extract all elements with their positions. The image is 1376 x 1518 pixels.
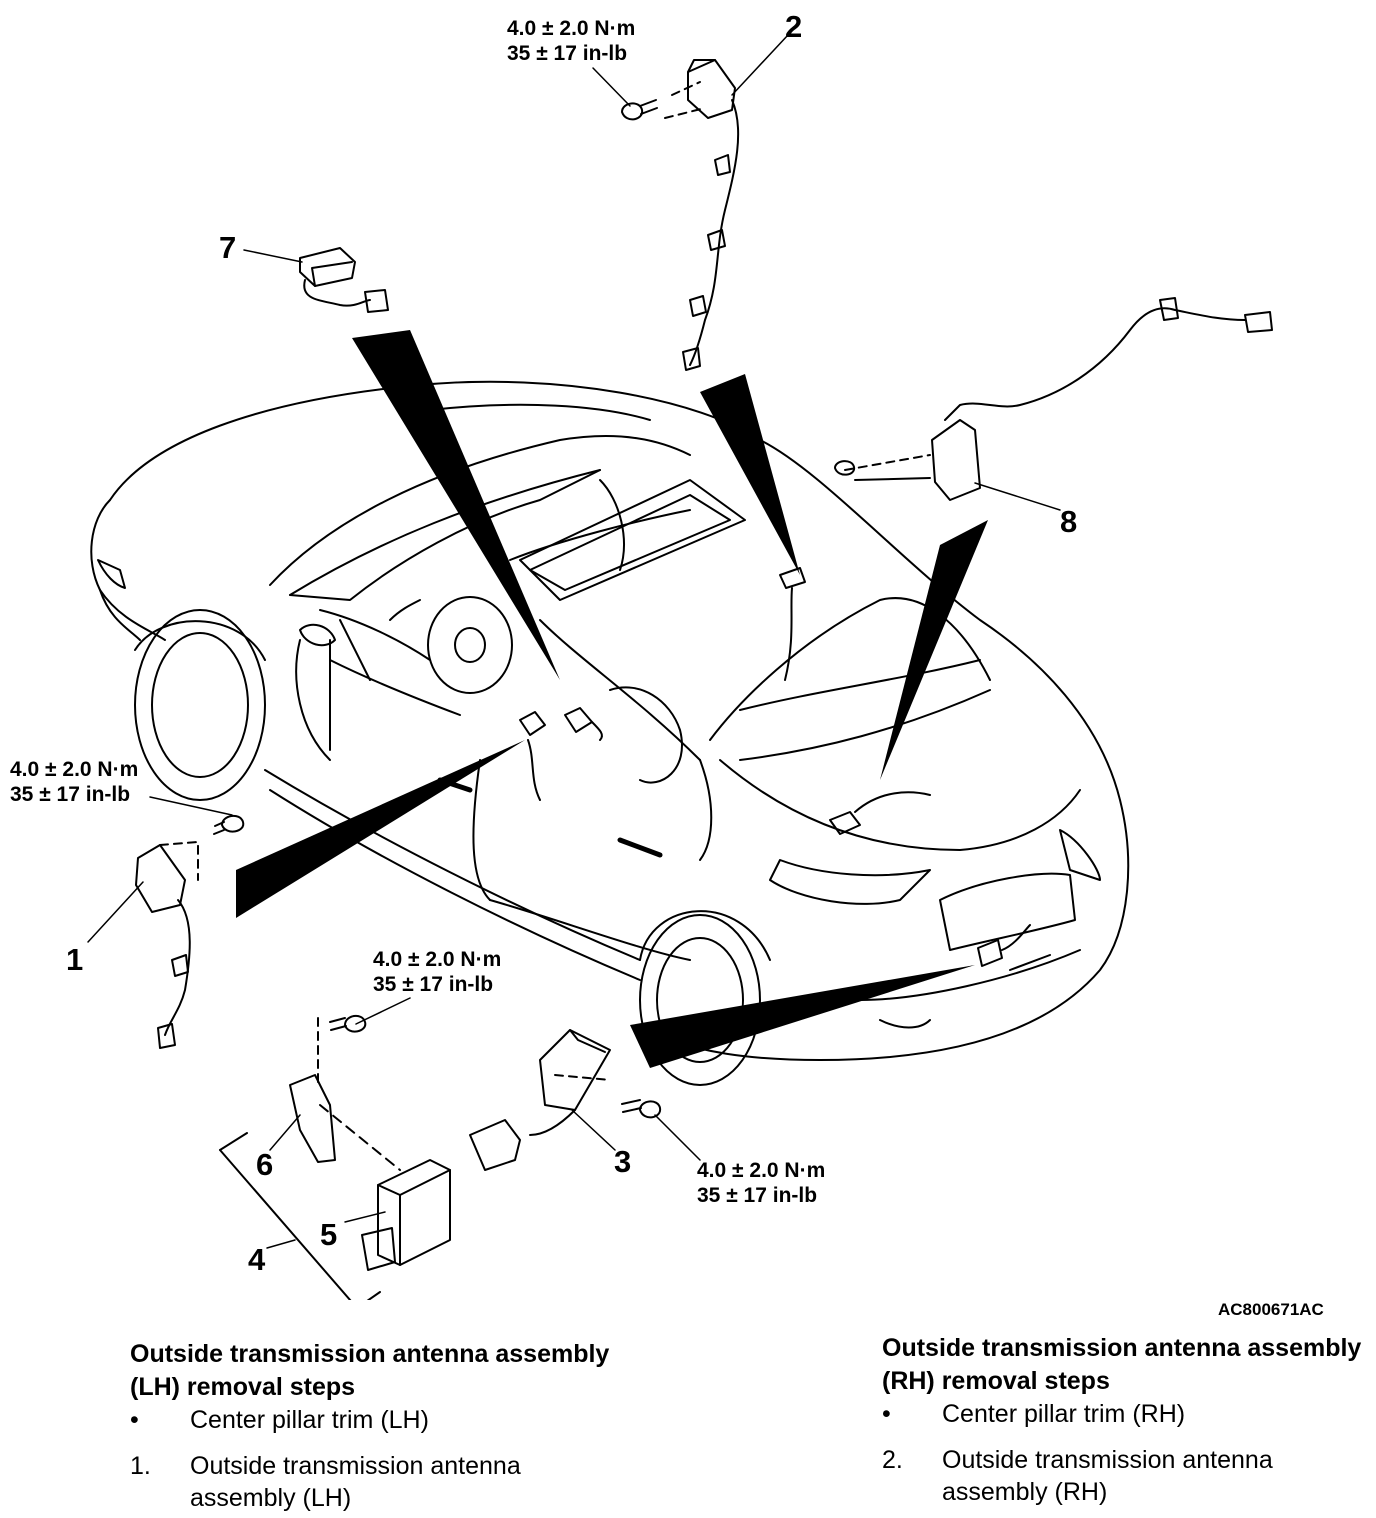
wedge-3 [630,965,975,1068]
procedure-lh-step: 1. Outside transmission antenna assembly… [130,1450,630,1514]
step-marker: 2. [882,1446,903,1474]
step-text: Center pillar trim (LH) [190,1406,429,1434]
part-7-antenna-interior [299,247,389,313]
group-bracket-4 [219,1132,381,1300]
callout-6: 6 [256,1147,273,1182]
procedure-lh-step: • Center pillar trim (LH) [130,1404,630,1436]
procedure-rh-step: • Center pillar trim (RH) [882,1398,1362,1430]
torque-1-line2: 35 ± 17 in-lb [10,783,130,806]
step-marker: • [130,1406,139,1434]
torque-specs: 4.0 ± 2.0 N·m 35 ± 17 in-lb 4.0 ± 2.0 N·… [10,17,825,1207]
step-text: Center pillar trim (RH) [942,1400,1186,1428]
step-marker: 1. [130,1452,151,1480]
part-5-module [361,1159,451,1271]
callout-4: 4 [248,1242,266,1277]
parts-diagram: 1 2 3 4 5 6 7 8 4.0 ± 2.0 N·m 35 ± 17 in… [10,9,1273,1300]
callout-7: 7 [219,230,236,265]
callout-3: 3 [614,1144,631,1179]
procedure-rh: Outside transmission antenna assembly (R… [882,1332,1362,1508]
vehicle-outline [90,380,1130,1086]
torque-6-line2: 35 ± 17 in-lb [373,973,493,996]
callout-labels: 1 2 3 4 5 6 7 8 [66,9,1077,1277]
step-marker: • [882,1400,891,1428]
torque-1-line1: 4.0 ± 2.0 N·m [10,758,138,781]
part-1-antenna-lh [135,814,245,1049]
part-3-antenna-bumper [469,1029,662,1171]
leader-lines [87,34,1061,1249]
wedge-1 [236,740,525,918]
part-2-antenna-rh [621,59,740,371]
part-6-bracket [289,1017,401,1171]
callout-5: 5 [320,1217,337,1252]
step-text: Outside transmission antenna assembly (L… [190,1452,521,1512]
procedure-rh-step: 2. Outside transmission antenna assembly… [882,1444,1362,1508]
installed-markers [519,567,1031,967]
figure-id: AC800671AC [1218,1300,1324,1319]
torque-3-line2: 35 ± 17 in-lb [697,1184,817,1207]
procedure-lh-title: Outside transmission antenna assembly (L… [130,1340,610,1401]
callout-1: 1 [66,942,83,977]
wedge-2 [700,374,800,575]
callout-2: 2 [785,9,802,44]
part-8-antenna-rear [834,297,1273,501]
step-text: Outside transmission antenna assembly (R… [942,1446,1273,1506]
torque-2-line2: 35 ± 17 in-lb [507,42,627,65]
procedure-rh-title: Outside transmission antenna assembly (R… [882,1334,1362,1395]
procedure-lh: Outside transmission antenna assembly (L… [130,1338,630,1514]
torque-6-line1: 4.0 ± 2.0 N·m [373,948,501,971]
wedge-8 [880,520,988,780]
torque-3-line1: 4.0 ± 2.0 N·m [697,1159,825,1182]
location-wedges [236,330,988,1068]
wedge-7 [352,330,560,680]
torque-2-line1: 4.0 ± 2.0 N·m [507,17,635,40]
callout-8: 8 [1060,504,1077,539]
bolt-part-6 [329,1014,367,1033]
